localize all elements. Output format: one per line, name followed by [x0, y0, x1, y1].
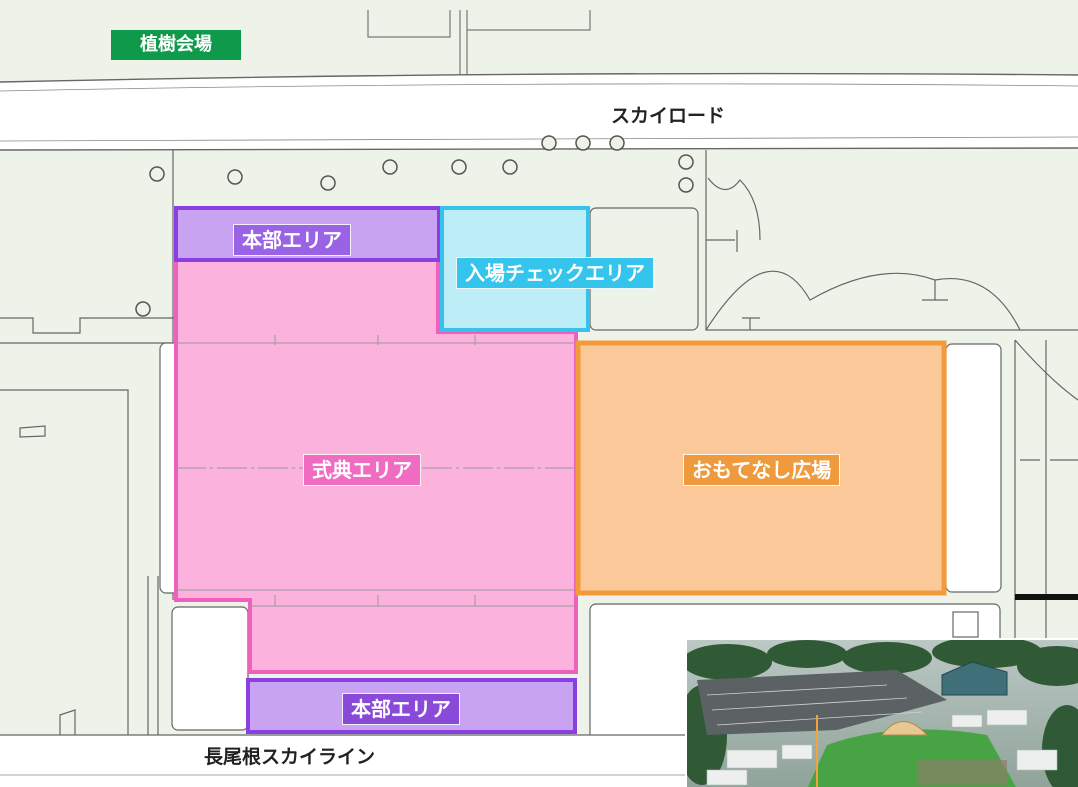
hq-area-top-label: 本部エリア [233, 224, 351, 256]
tree-icons [135, 135, 694, 317]
sky-road-band [0, 72, 1078, 151]
planting-venue-badge: 植樹会場 [111, 30, 241, 60]
nagaone-skyline-label: 長尾根スカイライン [204, 746, 376, 768]
right-road [1014, 339, 1078, 787]
venue-aerial-photo [685, 638, 1078, 787]
omotenashi-plaza-label: おもてなし広場 [683, 454, 841, 486]
nagaone-skyline-band [0, 734, 690, 787]
sky-road-label: スカイロード [611, 105, 726, 127]
top-buildings [367, 10, 591, 75]
ceremony-area-label: 式典エリア [303, 454, 421, 486]
small-structure [952, 611, 979, 638]
hq-area-bottom-label: 本部エリア [342, 693, 460, 725]
entry-check-area-label: 入場チェックエリア [456, 257, 654, 289]
